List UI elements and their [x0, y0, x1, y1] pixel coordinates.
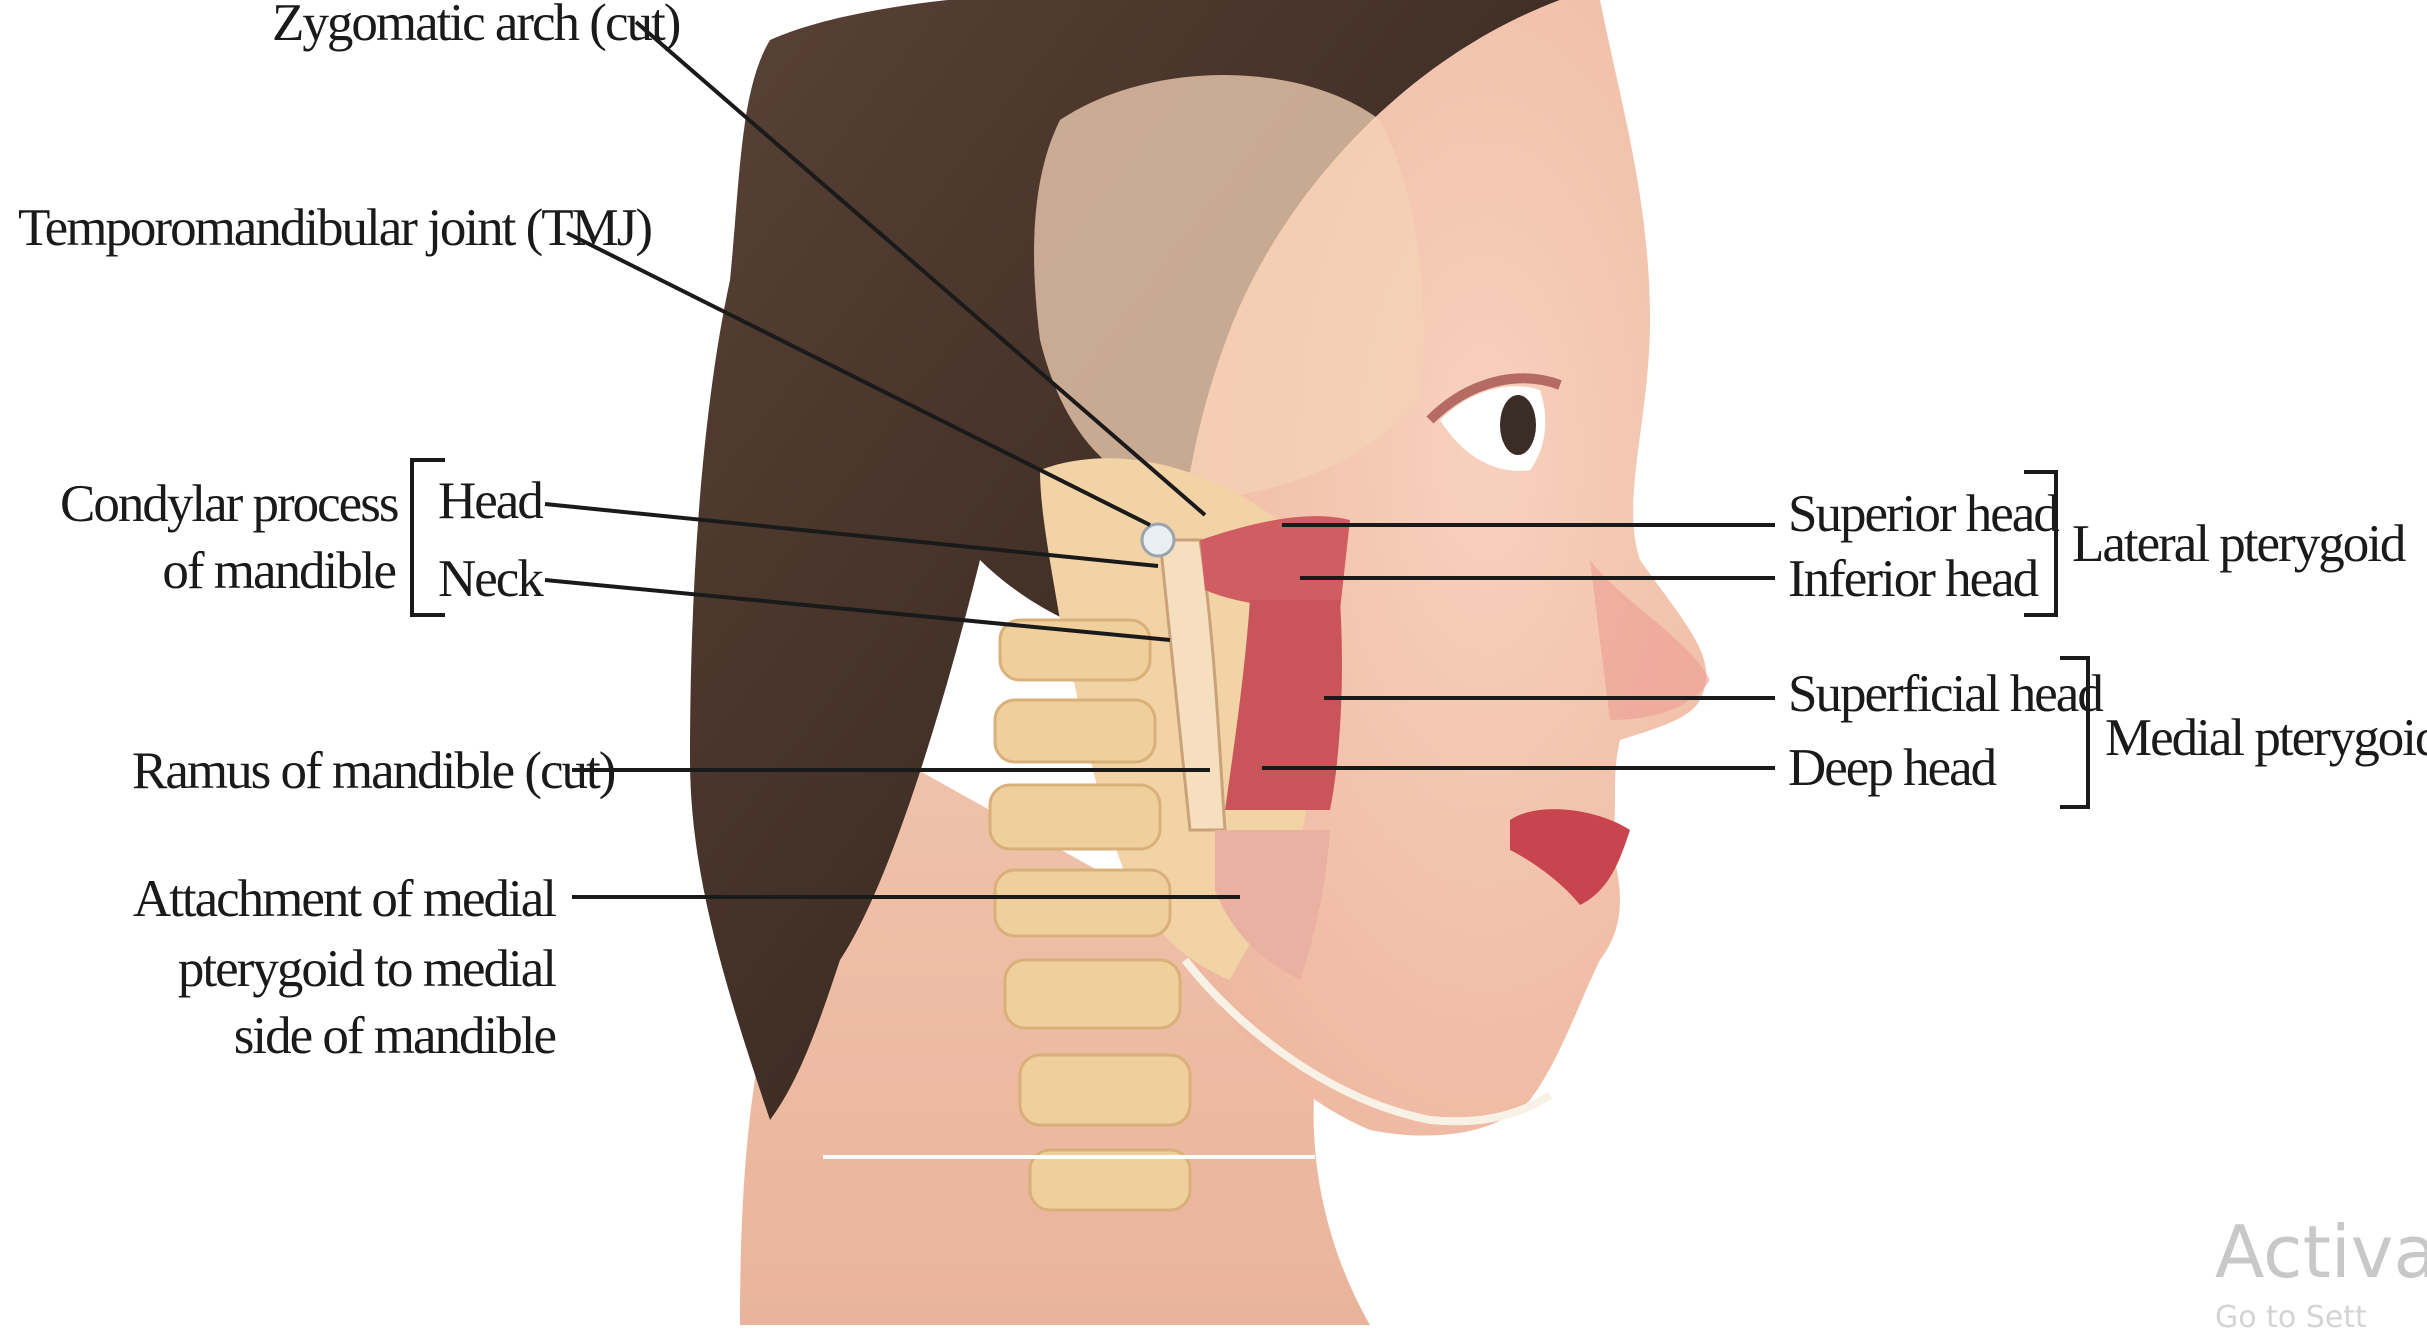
label-attachment-3: side of mandible [100, 1010, 555, 1063]
label-attachment-2: pterygoid to medial [100, 943, 555, 996]
label-superficial-head: Superficial head [1788, 668, 2102, 721]
tmj-joint [1142, 524, 1174, 556]
label-head: Head [438, 475, 542, 528]
iris-shape [1500, 395, 1536, 455]
label-superior-head: Superior head [1788, 488, 2058, 541]
label-neck: Neck [438, 553, 542, 606]
label-attachment-1: Attachment of medial [100, 873, 555, 926]
label-ramus: Ramus of mandible (cut) [132, 745, 614, 798]
label-zygomatic-arch: Zygomatic arch (cut) [272, 0, 679, 50]
label-lateral-pterygoid: Lateral pterygoid [2072, 518, 2404, 571]
label-medial-pterygoid: Medial pterygoid [2105, 712, 2427, 765]
label-condylar-process-1: Condylar process [60, 478, 395, 531]
label-deep-head: Deep head [1788, 742, 1995, 795]
label-inferior-head: Inferior head [1788, 553, 2037, 606]
label-condylar-process-2: of mandible [60, 545, 395, 598]
temporal-region [1034, 75, 1424, 500]
settings-watermark: Go to Sett [2215, 1300, 2367, 1335]
label-tmj: Temporomandibular joint (TMJ) [18, 202, 651, 255]
activate-watermark: Activate [2215, 1210, 2427, 1294]
